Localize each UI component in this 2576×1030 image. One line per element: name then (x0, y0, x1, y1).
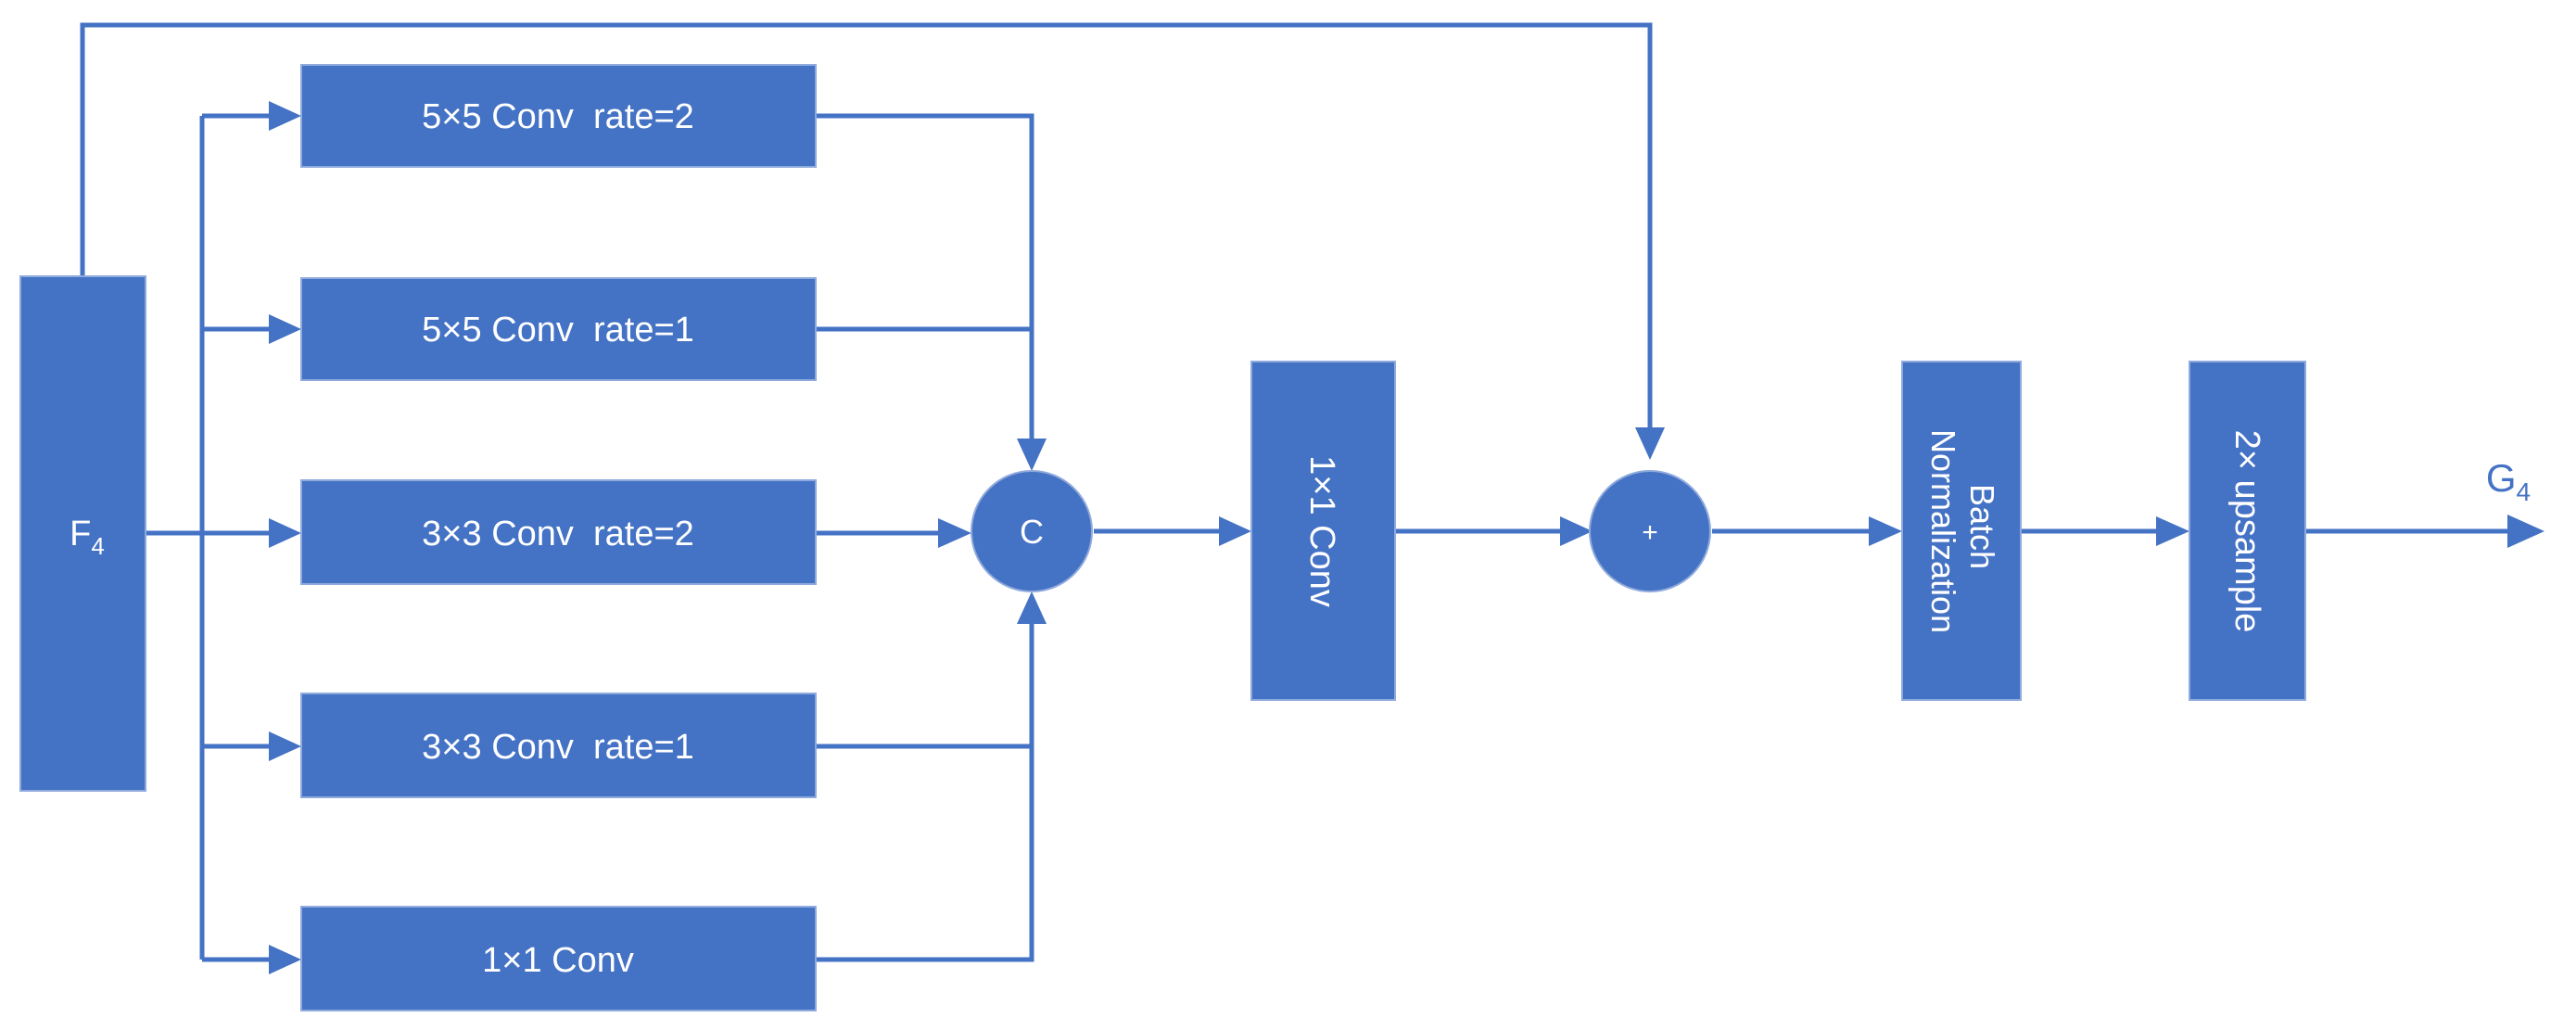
batch-norm-block (1901, 361, 2022, 701)
concat-node (971, 470, 1093, 592)
branch-label-4: 3×3 Conv rate=1 (422, 728, 694, 767)
input-feature-block (19, 275, 146, 792)
arrowhead-branch-3 (269, 518, 301, 548)
upsample-label: 2× upsample (2227, 430, 2266, 633)
add-node (1589, 470, 1711, 592)
fuse-conv-label: 1×1 Conv (1302, 455, 1341, 607)
arrowheads (269, 101, 2544, 974)
arrowhead-conv (1219, 516, 1251, 546)
branch-5-to-concat-wire (816, 621, 1034, 962)
branch-block-3 (300, 479, 817, 585)
branch-block-2 (300, 277, 817, 381)
arrowhead-bn (1869, 516, 1902, 546)
arrowhead-branch-5 (269, 945, 301, 974)
arrowhead-branch-2 (269, 314, 301, 344)
branch-label-2: 5×5 Conv rate=1 (422, 311, 694, 350)
branch-blocks: 5×5 Conv rate=2 5×5 Conv rate=1 3×3 Conv… (300, 64, 817, 1011)
branch-label-1: 5×5 Conv rate=2 (422, 97, 694, 136)
branch-block-4 (300, 693, 817, 798)
arrowhead-output (2507, 515, 2544, 548)
arrowhead-branch-1 (269, 101, 301, 131)
concat-label: C (1020, 513, 1044, 551)
branch-label-3: 3×3 Conv rate=2 (422, 515, 694, 553)
add-label: + (1642, 517, 1658, 548)
arrowhead-concat-top (1017, 439, 1047, 471)
output-label: G4 (2486, 456, 2531, 506)
input-label: F4 (70, 515, 105, 560)
arrowhead-add-top (1635, 427, 1665, 460)
upsample-block (2189, 361, 2306, 701)
branch-block-5 (300, 906, 817, 1011)
arrowhead-add-left (1560, 516, 1593, 546)
branch-label-5: 1×1 Conv (482, 941, 634, 980)
batch-norm-line-2: Normalization (1924, 429, 1962, 633)
arrowhead-branch-4 (269, 731, 301, 761)
skip-connection-wire (80, 22, 1653, 433)
connectors (80, 22, 2512, 962)
arrowhead-concat-left (938, 518, 971, 548)
branch-1-to-concat-wire (816, 113, 1034, 443)
branch-block-1 (300, 64, 817, 168)
batch-norm-line-1: Batch (1963, 484, 2001, 569)
fuse-conv-block (1250, 361, 1396, 701)
batch-norm-label: Batch Normalization (1924, 429, 2001, 633)
arrowhead-upsample (2156, 516, 2189, 546)
arrowhead-concat-bottom (1017, 591, 1047, 624)
output-subscript: 4 (2517, 477, 2532, 506)
input-subscript: 4 (91, 532, 104, 560)
